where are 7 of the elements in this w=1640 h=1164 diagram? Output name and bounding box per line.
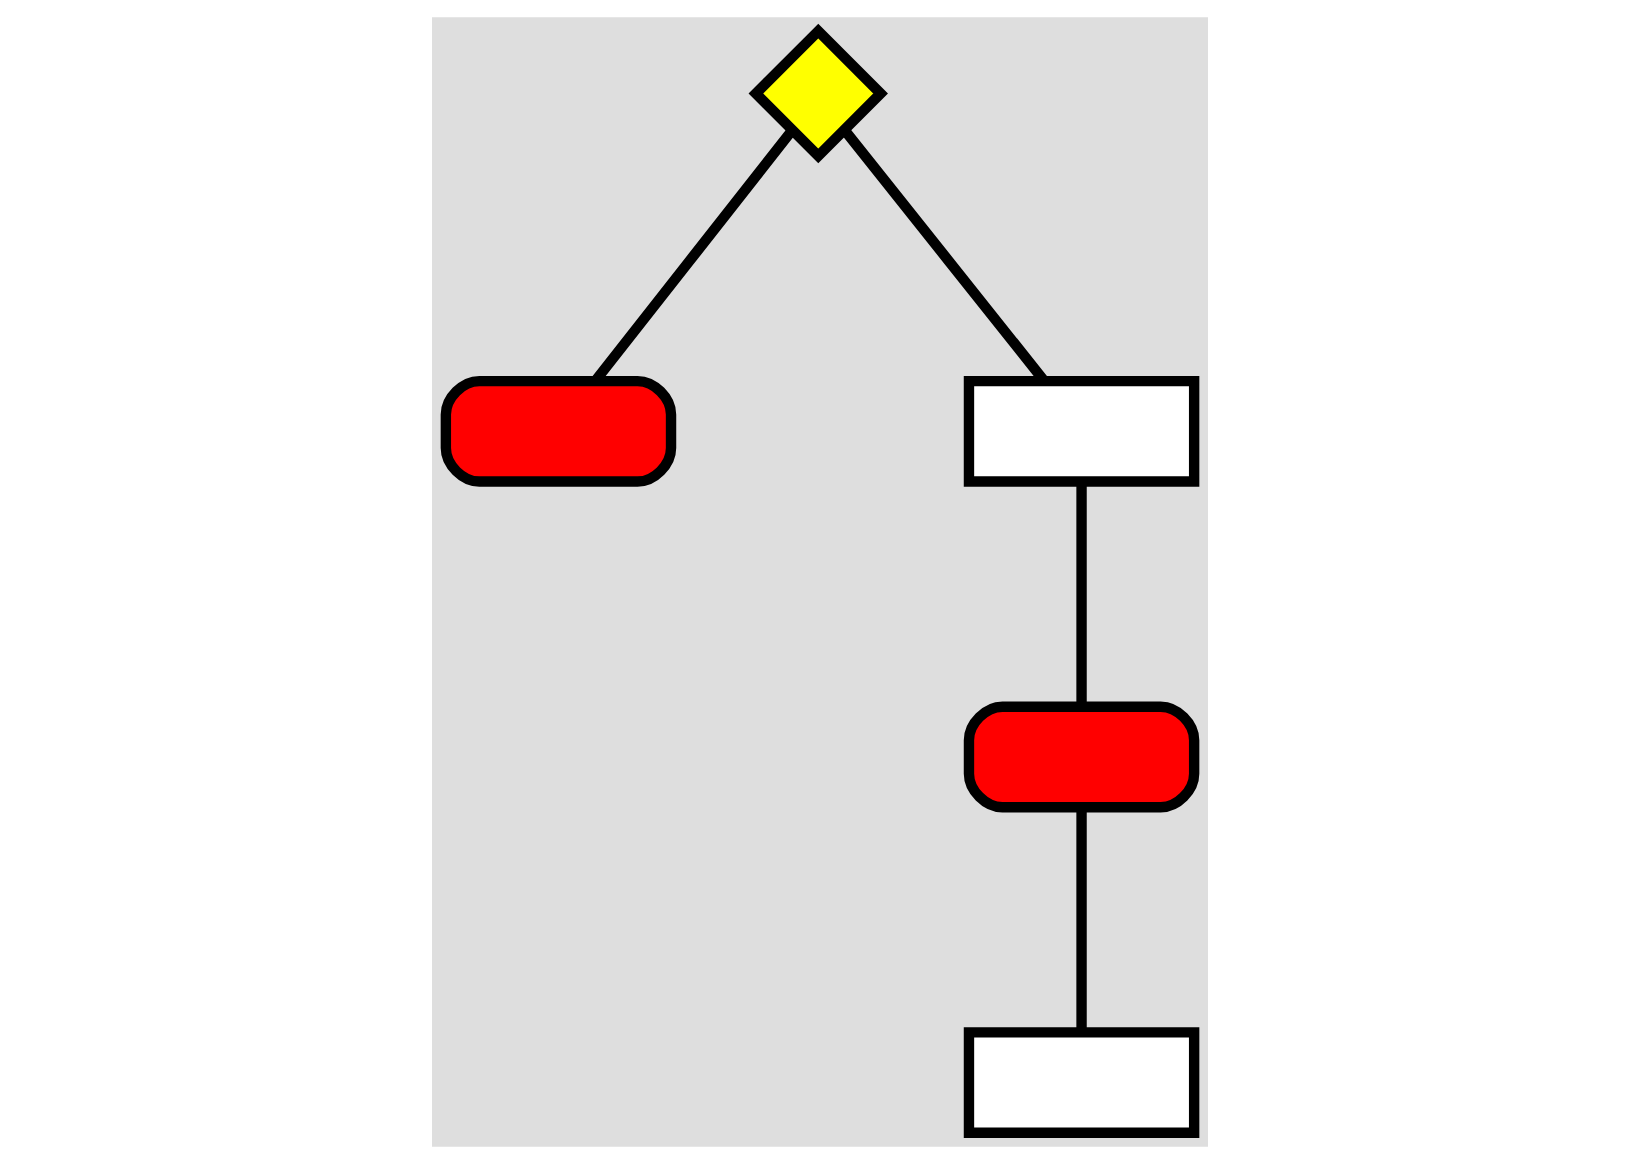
connector [1076,481,1087,707]
node-box [963,701,1200,813]
node-diamond [748,23,888,164]
connector [1076,807,1087,1032]
node-box [963,1027,1200,1138]
node-box [963,375,1200,487]
node-box [440,375,677,487]
